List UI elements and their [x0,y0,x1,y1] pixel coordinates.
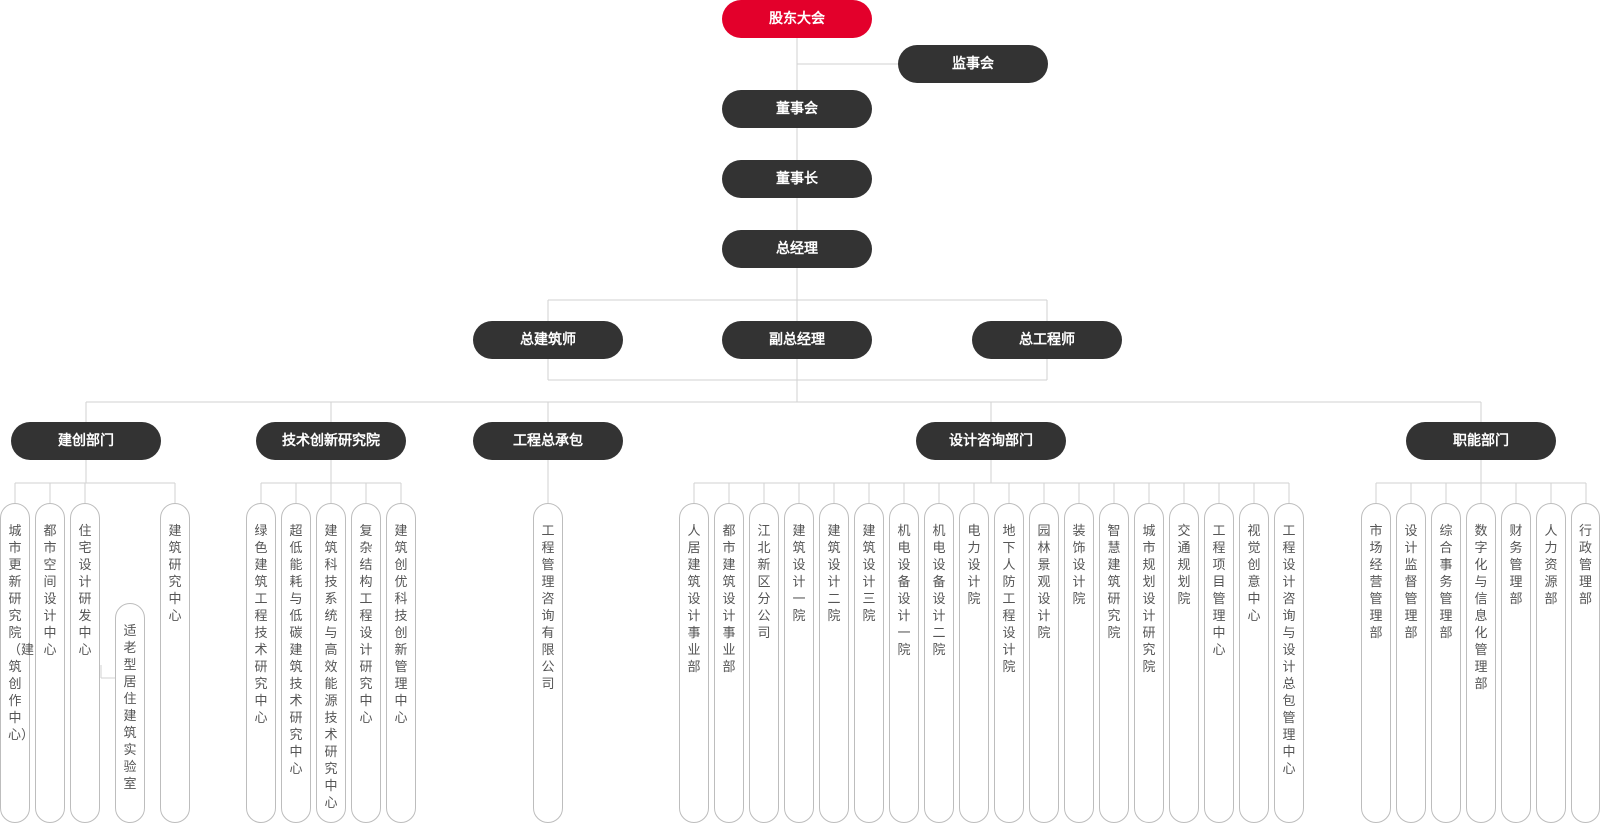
unit-node: 设计监督管理部 [1396,503,1426,823]
chief-engineer-node: 总工程师 [972,321,1122,359]
board-node: 董事会 [722,90,872,128]
unit-node: 智慧建筑研究院 [1099,503,1129,823]
unit-node: 数字化与信息化管理部 [1466,503,1496,823]
unit-node: 工程管理咨询有限公司 [533,503,563,823]
unit-node: 建筑科技系统与高效能源技术研究中心 [316,503,346,823]
unit-node: 地下人防工程设计院 [994,503,1024,823]
deputy-gm-node: 副总经理 [722,321,872,359]
unit-node: 超低能耗与低碳建筑技术研究中心 [281,503,311,823]
unit-node: 装饰设计院 [1064,503,1094,823]
department-node: 技术创新研究院 [256,422,406,460]
unit-node: 财务管理部 [1501,503,1531,823]
department-node: 建创部门 [11,422,161,460]
unit-node: 建筑设计二院 [819,503,849,823]
unit-node: 人力资源部 [1536,503,1566,823]
chief-architect-node: 总建筑师 [473,321,623,359]
unit-node: 城市规划设计研究院 [1134,503,1164,823]
unit-node: 机电设备设计二院 [924,503,954,823]
unit-node: 建筑设计三院 [854,503,884,823]
unit-node: 城市更新研究院（建筑创作中心） [0,503,34,823]
unit-node: 园林景观设计院 [1029,503,1059,823]
unit-node: 适老型居住建筑实验室 [115,603,145,823]
unit-node: 机电设备设计一院 [889,503,919,823]
department-node: 工程总承包 [473,422,623,460]
unit-node: 市场经营管理部 [1361,503,1391,823]
unit-node: 复杂结构工程设计研究中心 [351,503,381,823]
unit-node: 视觉创意中心 [1239,503,1269,823]
unit-node: 建筑创优科技创新管理中心 [386,503,416,823]
unit-node: 绿色建筑工程技术研究中心 [246,503,276,823]
chairman-node: 董事长 [722,160,872,198]
unit-node: 建筑研究中心 [160,503,190,823]
unit-node: 工程设计咨询与设计总包管理中心 [1274,503,1304,823]
unit-node: 都市空间设计中心 [35,503,65,823]
unit-node: 江北新区分公司 [749,503,779,823]
department-node: 职能部门 [1406,422,1556,460]
unit-node: 都市建筑设计事业部 [714,503,744,823]
unit-node: 行政管理部 [1571,503,1600,823]
unit-node: 建筑设计一院 [784,503,814,823]
shareholders-node: 股东大会 [722,0,872,38]
unit-node: 人居建筑设计事业部 [679,503,709,823]
department-node: 设计咨询部门 [916,422,1066,460]
unit-node: 住宅设计研发中心 [70,503,100,823]
supervisors-node: 监事会 [898,45,1048,83]
unit-node: 工程项目管理中心 [1204,503,1234,823]
unit-node: 交通规划院 [1169,503,1199,823]
general-manager-node: 总经理 [722,230,872,268]
unit-node: 电力设计院 [959,503,989,823]
unit-node: 综合事务管理部 [1431,503,1461,823]
